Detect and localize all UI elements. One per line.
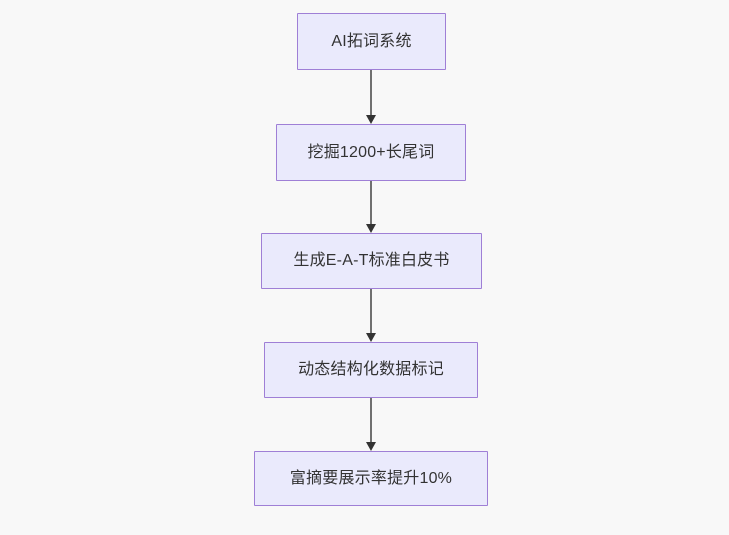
flow-node-ai-keyword-system[interactable]: AI拓词系统 (297, 13, 446, 70)
arrowhead-icon (365, 224, 376, 233)
arrowhead-icon (365, 333, 376, 342)
connector-line (370, 181, 372, 225)
arrowhead-icon (365, 442, 376, 451)
flow-node-label: 富摘要展示率提升10% (289, 469, 453, 487)
flow-node-label: 挖掘1200+长尾词 (307, 143, 435, 161)
flow-node-label: AI拓词系统 (331, 32, 412, 50)
flow-node-mine-longtail-keywords[interactable]: 挖掘1200+长尾词 (276, 124, 466, 181)
arrowhead-icon (365, 115, 376, 124)
flow-node-rich-snippet-impression-lift[interactable]: 富摘要展示率提升10% (254, 451, 488, 506)
connector-line (370, 398, 372, 443)
flow-node-generate-eat-whitepaper[interactable]: 生成E-A-T标准白皮书 (261, 233, 482, 289)
flow-node-label: 生成E-A-T标准白皮书 (293, 252, 450, 270)
connector-line (370, 289, 372, 334)
connector-line (370, 70, 372, 116)
flow-node-dynamic-structured-data-markup[interactable]: 动态结构化数据标记 (264, 342, 478, 398)
flow-node-label: 动态结构化数据标记 (298, 361, 444, 379)
